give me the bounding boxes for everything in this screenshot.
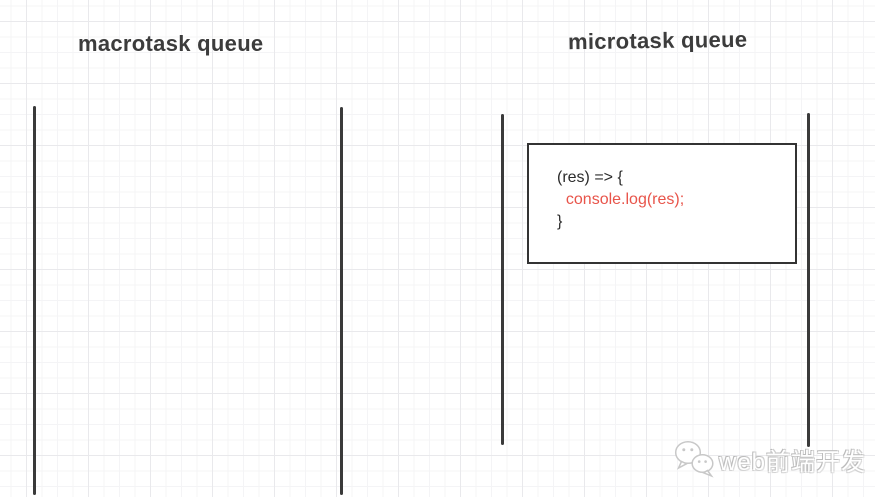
macrotask-queue-left-wall: [33, 106, 36, 495]
microtask-queue-title: microtask queue: [567, 26, 748, 55]
microtask-queue-left-wall: [501, 114, 504, 445]
macrotask-queue-right-wall: [340, 107, 343, 495]
wechat-icon: [674, 440, 714, 478]
code-line-function-open: (res) => {: [557, 169, 623, 186]
microtask-callback-code-box: (res) => { console.log(res); }: [527, 143, 797, 264]
watermark-text: web前端开发: [719, 448, 867, 476]
watermark: web前端开发: [674, 439, 866, 479]
macrotask-queue-title: macrotask queue: [78, 31, 264, 56]
code-line-function-close: }: [557, 213, 563, 230]
code-line-console-log: console.log(res);: [557, 191, 685, 208]
microtask-queue-right-wall: [807, 113, 810, 447]
